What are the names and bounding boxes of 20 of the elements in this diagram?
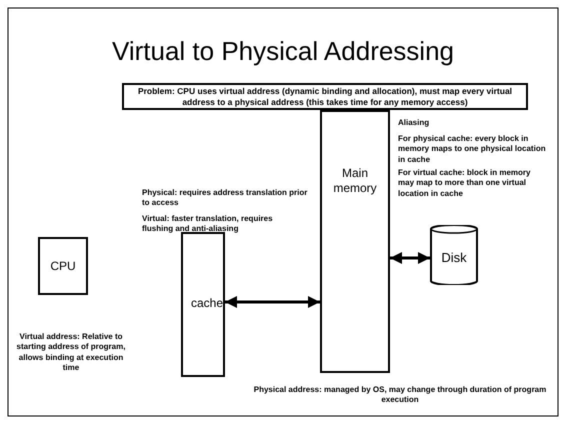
note-text: For physical cache: every block in memory maps to one physical location in cache xyxy=(398,134,547,166)
note-text: Virtual address: Relative to starting address of program, allows binding at execution time xyxy=(16,332,126,374)
double-arrow xyxy=(225,296,320,308)
cache-box xyxy=(181,232,225,377)
disk-cylinder xyxy=(430,225,478,285)
problem-banner xyxy=(122,83,528,110)
double-arrow xyxy=(390,252,430,264)
node-label: Disk xyxy=(441,250,467,266)
memory-box xyxy=(320,110,390,373)
node-label: cache xyxy=(190,296,223,311)
node-label: Main memory xyxy=(332,166,378,196)
node-label: CPU xyxy=(50,258,76,274)
note-text: Physical address: managed by OS, may change through duration of program execution xyxy=(252,385,548,406)
note-text: Physical: requires address translation prior to access xyxy=(142,188,308,209)
title: Virtual to Physical Addressing xyxy=(110,36,456,67)
note-text: For virtual cache: block in memory may map to more than one virtual location in cache xyxy=(398,168,532,200)
cpu-box xyxy=(38,237,88,295)
problem-statement: Problem: CPU uses virtual address (dynamic binding and allocation), must map every virtual address to a physical address (this takes time for any memory access) xyxy=(136,86,514,108)
note-text: Aliasing xyxy=(398,118,430,128)
note-text: Virtual: faster translation, requires flushing and anti-aliasing xyxy=(142,214,274,235)
